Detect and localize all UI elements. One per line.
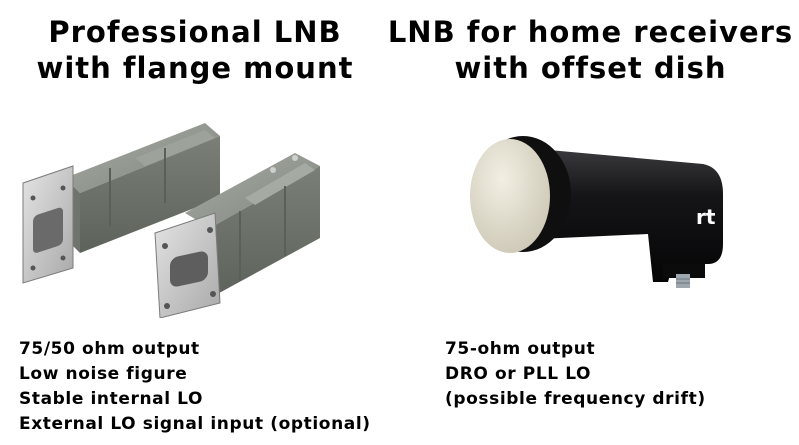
professional-lnb-features: 75/50 ohm output Low noise figure Stable…: [19, 337, 371, 437]
right-feature-item: DRO or PLL LO: [445, 364, 592, 384]
offset-lnb-image: rt: [470, 136, 723, 288]
left-feature-item: External LO signal input (optional): [19, 414, 371, 434]
home-lnb-features: 75-ohm output DRO or PLL LO (possible fr…: [445, 337, 706, 412]
front-flange-lnb: [154, 153, 320, 318]
home-lnb-title: LNB for home receivers with offset dish: [382, 14, 799, 86]
left-title-line-1: Professional LNB: [48, 15, 342, 49]
lnb-feed-cap: [470, 139, 550, 253]
left-feature-item: 75/50 ohm output: [19, 339, 200, 359]
right-feature-item: 75-ohm output: [445, 339, 596, 359]
right-feature-item: (possible frequency drift): [445, 389, 706, 409]
back-flange-lnb: [22, 123, 220, 284]
left-title-line-2: with flange mount: [36, 51, 354, 85]
professional-lnb-title: Professional LNB with flange mount: [0, 14, 390, 86]
right-title-line-2: with offset dish: [454, 51, 727, 85]
left-feature-item: Low noise figure: [19, 364, 188, 384]
flange-lnb-image: [22, 123, 320, 318]
left-feature-item: Stable internal LO: [19, 389, 204, 409]
brand-logo: rt: [696, 205, 716, 229]
right-title-line-1: LNB for home receivers: [387, 15, 794, 49]
